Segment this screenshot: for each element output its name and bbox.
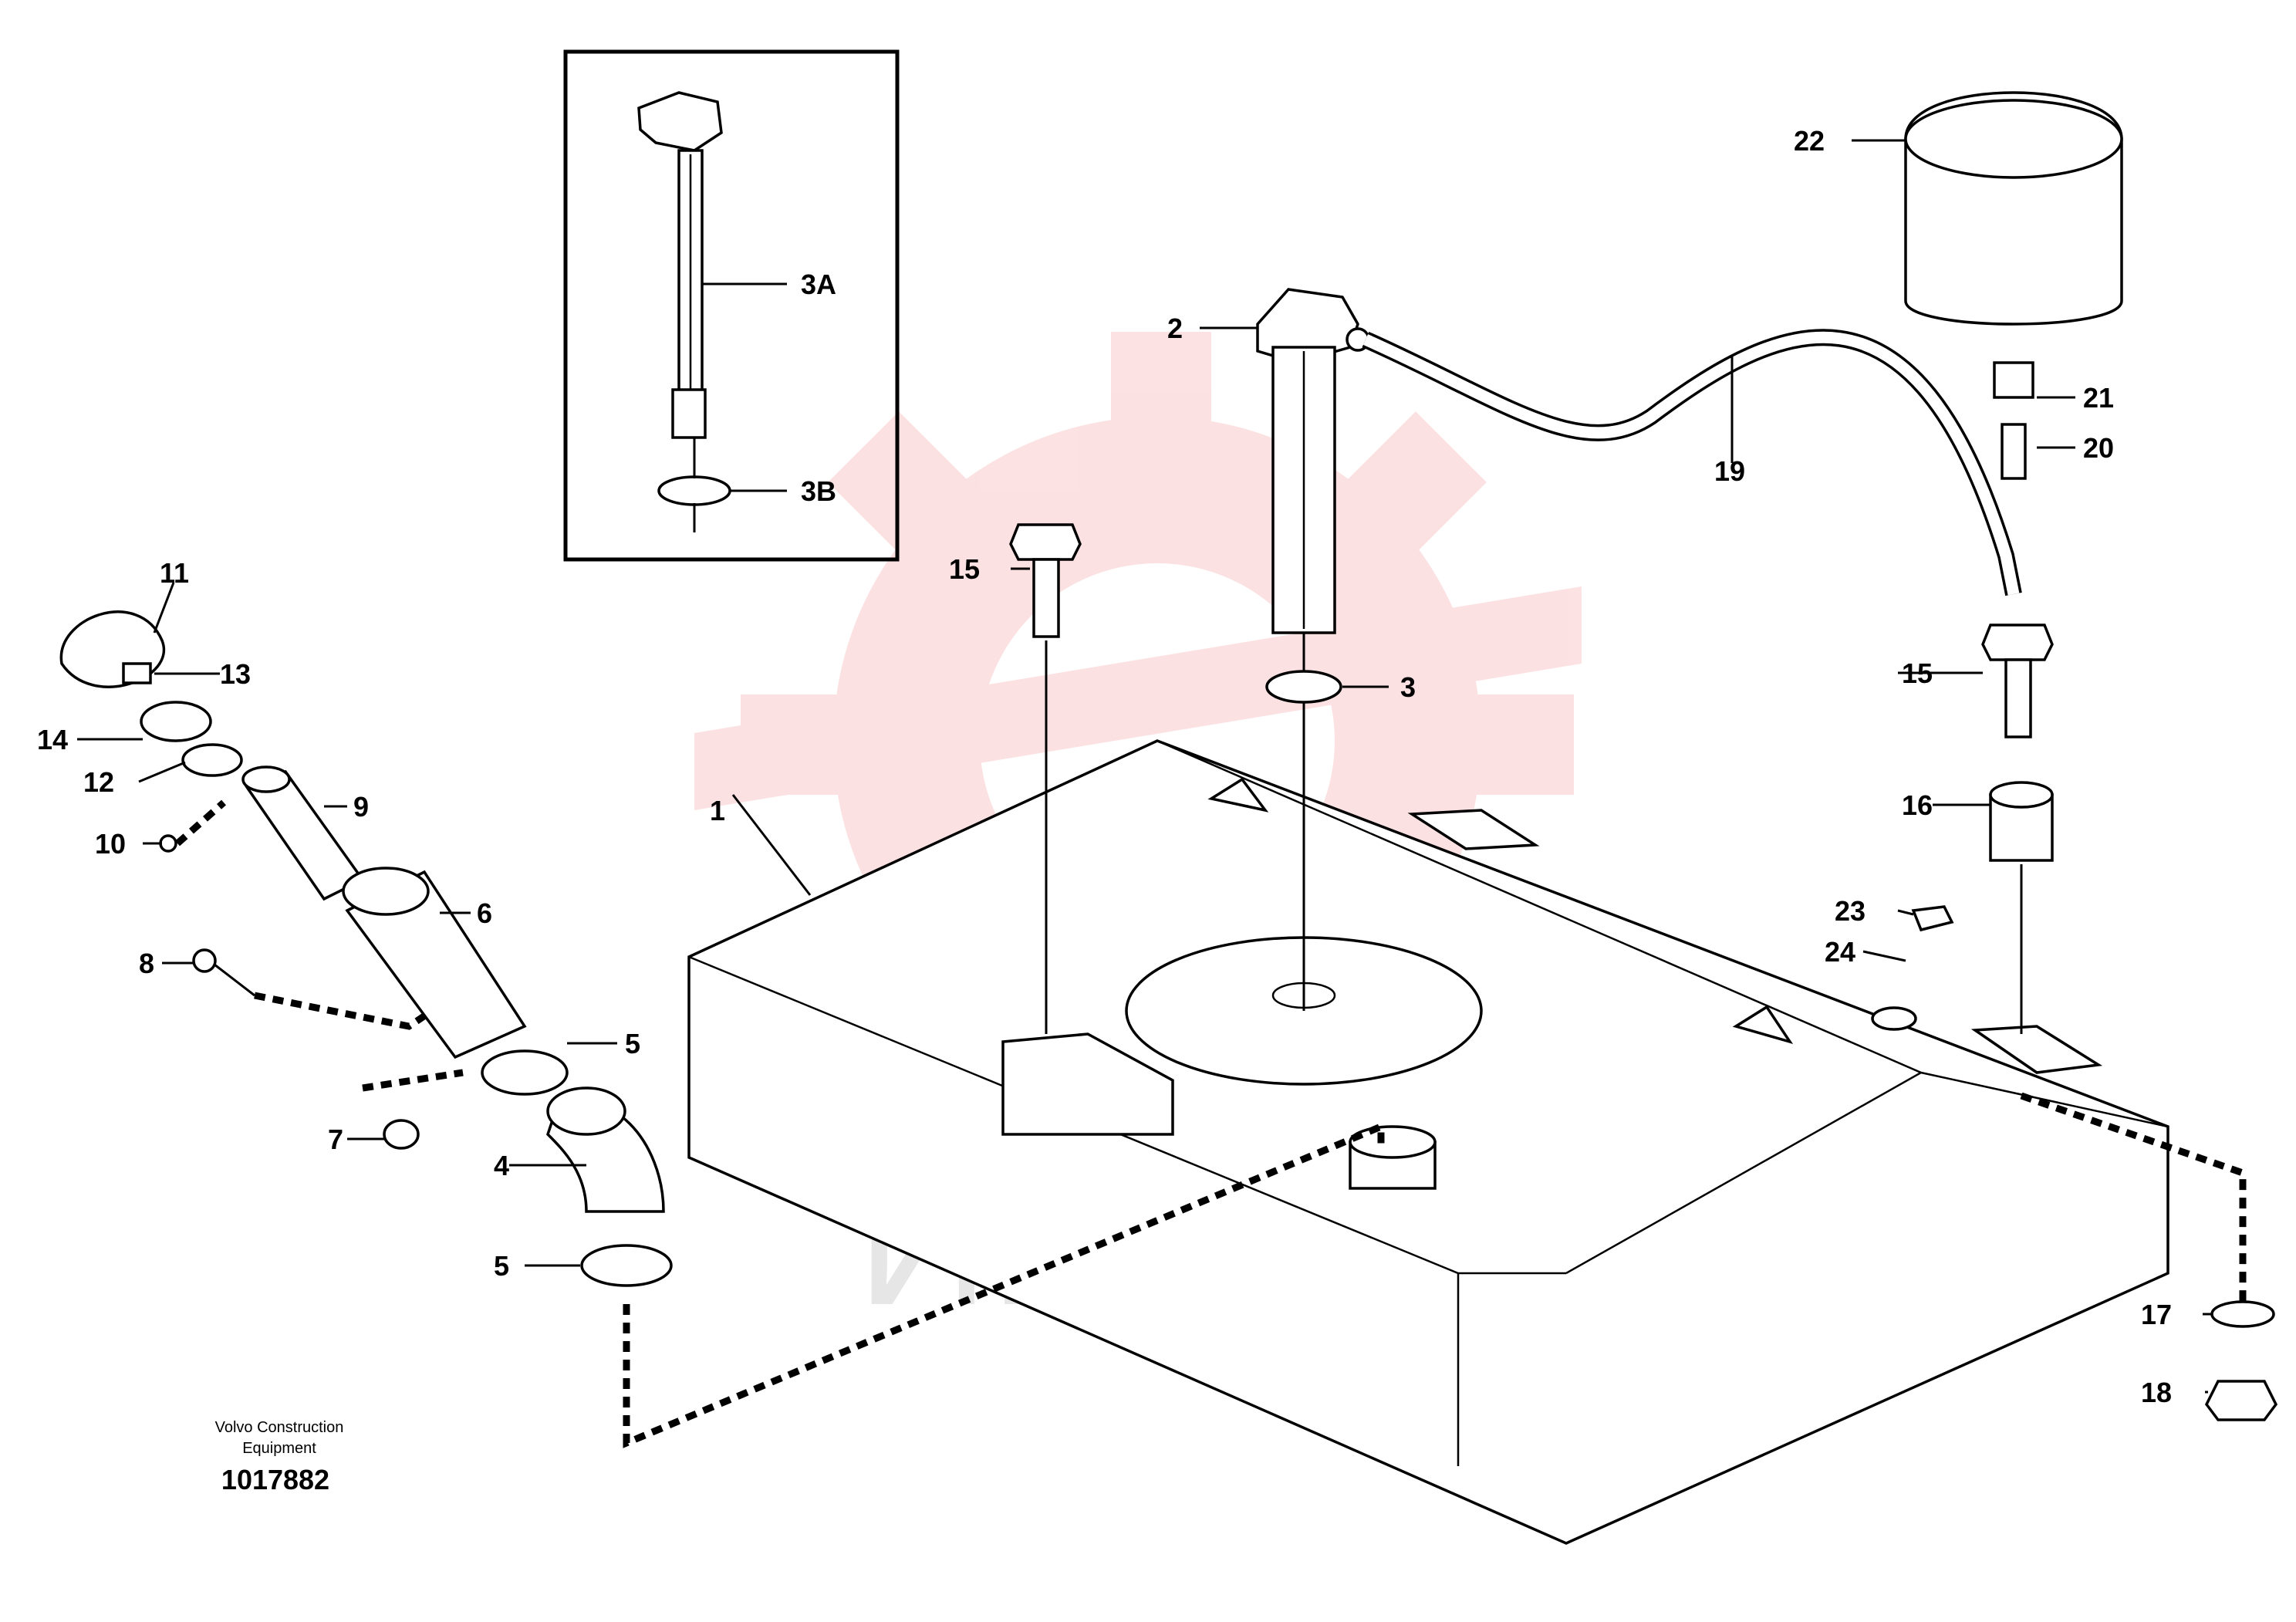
- label-3b: 3B: [801, 475, 836, 507]
- strainer: [241, 765, 365, 901]
- bolt-right: [1981, 623, 2054, 738]
- label-9: 9: [353, 791, 369, 823]
- label-4: 4: [494, 1150, 509, 1181]
- bolt-left: [1009, 523, 1082, 638]
- label-5-lower: 5: [494, 1250, 509, 1282]
- label-23: 23: [1835, 895, 1866, 927]
- label-20: 20: [2083, 432, 2114, 464]
- label-3a: 3A: [801, 269, 836, 300]
- label-19: 19: [1714, 455, 1745, 487]
- label-13: 13: [220, 658, 251, 690]
- gasket: [181, 743, 243, 777]
- drawing-number: 1017882: [221, 1464, 329, 1495]
- fuel-level-sender: [1256, 288, 1370, 634]
- label-6: 6: [477, 897, 492, 929]
- label-17: 17: [2141, 1299, 2172, 1330]
- label-22: 22: [1794, 125, 1825, 157]
- mounting-screw: [192, 948, 255, 997]
- cap-pin: [122, 662, 152, 684]
- spacer: [1989, 781, 2054, 862]
- nipple-fitting: [2001, 423, 2027, 480]
- fuel-level-sender-3a: [637, 91, 723, 439]
- small-screw: [159, 834, 177, 853]
- label-15-left: 15: [949, 553, 980, 585]
- label-1: 1: [710, 795, 725, 826]
- label-5-upper: 5: [625, 1028, 640, 1059]
- breather-filter: [1904, 91, 2123, 326]
- hose-clamp-lower: [580, 1244, 673, 1287]
- label-15-right: 15: [1902, 657, 1933, 689]
- filler-neck: [342, 867, 527, 1059]
- label-10: 10: [95, 828, 126, 860]
- label-18: 18: [2141, 1377, 2172, 1408]
- label-3: 3: [1400, 671, 1416, 703]
- label-7: 7: [328, 1124, 343, 1155]
- leader-lines: [77, 139, 2212, 1394]
- label-21: 21: [2083, 382, 2114, 414]
- cap-seal: [140, 701, 212, 742]
- label-2: 2: [1167, 313, 1183, 344]
- fuel-tank: [687, 739, 2169, 1545]
- washer: [2210, 1300, 2275, 1328]
- label-14: 14: [37, 724, 68, 755]
- label-11: 11: [160, 557, 189, 589]
- filler-hose-elbow: [545, 1086, 665, 1213]
- o-ring-3b: [657, 475, 731, 506]
- o-ring: [1265, 670, 1342, 704]
- nut: [2204, 1380, 2278, 1421]
- label-16: 16: [1902, 789, 1933, 821]
- label-12: 12: [83, 766, 114, 798]
- label-8: 8: [139, 948, 154, 979]
- company-name-line1: Volvo Construction: [215, 1419, 344, 1436]
- plug: [1911, 905, 1954, 932]
- label-24: 24: [1825, 936, 1855, 968]
- company-name-line2: Equipment: [242, 1440, 316, 1457]
- hose-clamp-upper: [481, 1049, 569, 1096]
- rubber-bushing: [383, 1119, 420, 1150]
- adapter-fitting: [1993, 361, 2034, 399]
- inset-frame: [563, 49, 900, 562]
